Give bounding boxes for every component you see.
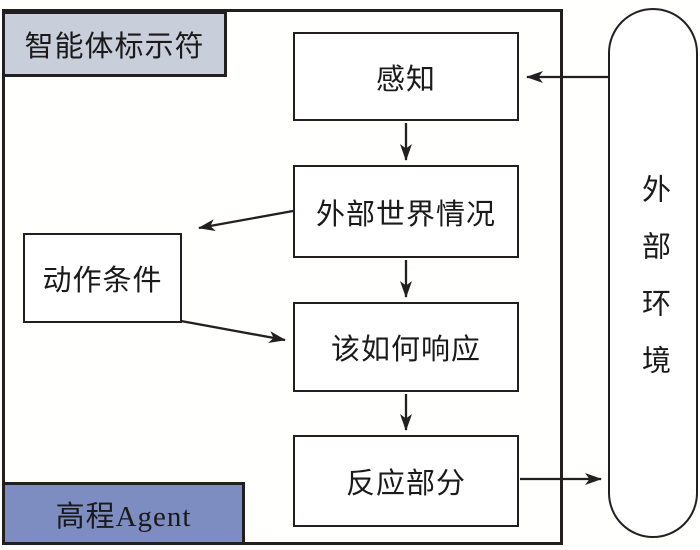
external-environment-shape: 外部环境	[608, 8, 698, 538]
node-how-to-respond: 该如何响应	[293, 302, 519, 392]
node-action-condition-label: 动作条件	[42, 265, 163, 297]
agent-type-label-box: 高程Agent	[2, 482, 245, 545]
node-world-state: 外部世界情况	[293, 165, 519, 258]
node-reaction-part-label: 反应部分	[345, 468, 466, 500]
node-action-condition: 动作条件	[23, 233, 182, 323]
node-how-to-respond-label: 该如何响应	[330, 334, 481, 366]
external-environment-label: 外部环境	[637, 174, 670, 402]
agent-type-label: 高程Agent	[55, 500, 192, 533]
agent-identifier-label-box: 智能体标示符	[2, 11, 227, 77]
node-perception: 感知	[293, 32, 519, 121]
node-perception-label: 感知	[375, 63, 436, 96]
agent-boundary-frame	[2, 9, 563, 545]
node-reaction-part: 反应部分	[293, 435, 519, 527]
agent-identifier-label: 智能体标示符	[24, 31, 205, 63]
node-world-state-label: 外部世界情况	[315, 198, 496, 231]
